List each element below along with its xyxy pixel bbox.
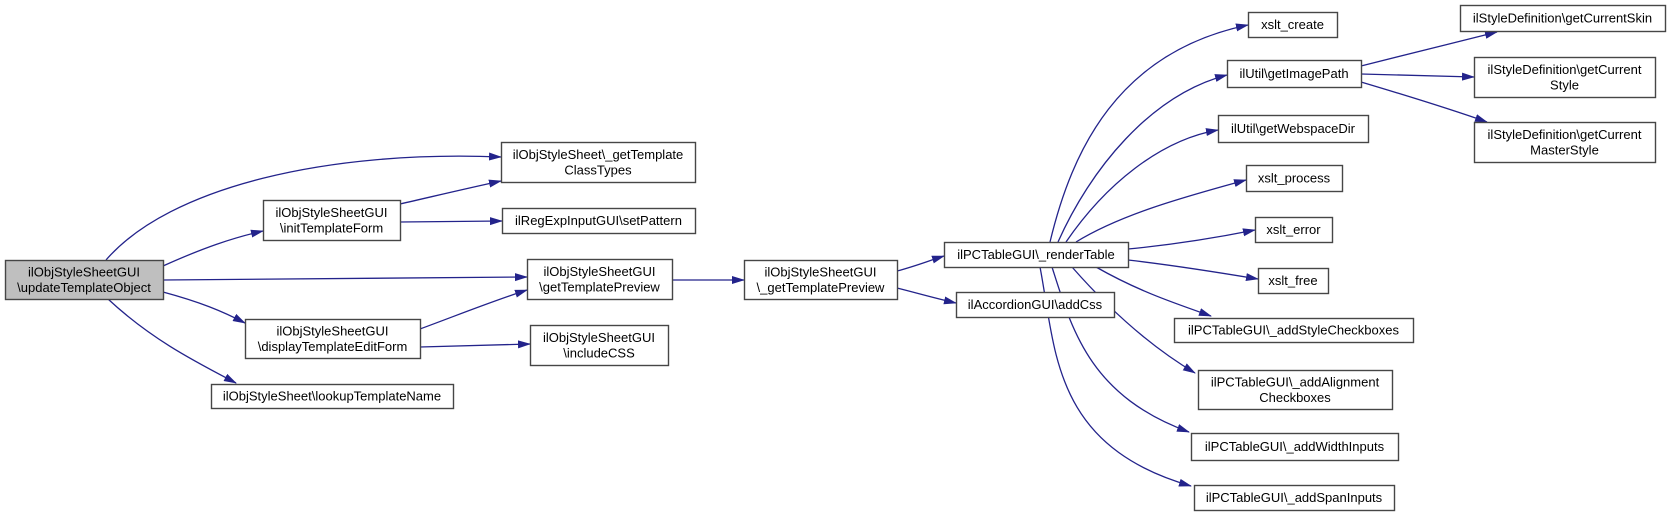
node-box-add-style-checkboxes[interactable] [1173, 317, 1415, 344]
node-add-span-inputs[interactable]: ilPCTableGUI\_addSpanInputs [1193, 484, 1396, 512]
node-label-xslt-error: xslt_error [1266, 222, 1321, 237]
node-lookup-template-name[interactable]: ilObjStyleSheet\lookupTemplateName [210, 383, 455, 410]
node-label-lookup-template-name: ilObjStyleSheet\lookupTemplateName [223, 389, 441, 404]
edge-render-table-to-get-image-path [1057, 74, 1228, 243]
node-label-get-template-preview-static: ilObjStyleSheetGUI\_getTemplatePreview [757, 264, 886, 295]
node-box-get-current-skin[interactable] [1459, 4, 1667, 33]
node-box-add-css[interactable] [955, 291, 1116, 319]
node-label-add-css: ilAccordionGUI\addCss [968, 297, 1103, 312]
node-box-get-webspace-dir[interactable] [1217, 114, 1370, 144]
edge-render-table-to-add-width-inputs [1051, 266, 1190, 433]
edge-render-table-to-add-alignment-checkboxes [1071, 266, 1196, 374]
node-box-lookup-template-name[interactable] [210, 383, 455, 410]
edge-update-template-object-to-init-template-form [162, 229, 264, 267]
node-label-xslt-create: xslt_create [1261, 17, 1324, 32]
node-label-add-style-checkboxes: ilPCTableGUI\_addStyleCheckboxes [1188, 323, 1399, 338]
node-get-template-preview-static[interactable]: ilObjStyleSheetGUI\_getTemplatePreview [743, 259, 899, 301]
edge-init-template-form-to-get-template-class-types [399, 179, 502, 205]
node-label-xslt-free: xslt_free [1268, 273, 1317, 288]
node-box-display-template-edit-form[interactable] [244, 318, 422, 360]
node-add-style-checkboxes[interactable]: ilPCTableGUI\_addStyleCheckboxes [1173, 317, 1415, 344]
node-update-template-object[interactable]: ilObjStyleSheetGUI\updateTemplateObject [4, 259, 165, 301]
node-label-display-template-edit-form: ilObjStyleSheetGUI\displayTemplateEditFo… [258, 323, 408, 354]
edge-render-table-to-xslt-process [1075, 179, 1247, 243]
node-label-xslt-process: xslt_process [1258, 171, 1331, 186]
node-xslt-create[interactable]: xslt_create [1247, 11, 1339, 39]
edge-display-template-edit-form-to-get-template-preview [419, 289, 528, 330]
node-label-update-template-object: ilObjStyleSheetGUI\updateTemplateObject [17, 264, 151, 295]
edge-display-template-edit-form-to-include-css [419, 340, 531, 349]
node-label-init-template-form: ilObjStyleSheetGUI\initTemplateForm [276, 205, 388, 236]
edge-render-table-to-xslt-error [1127, 228, 1256, 250]
edge-update-template-object-to-display-template-edit-form [162, 291, 246, 324]
node-box-add-alignment-checkboxes[interactable] [1197, 369, 1394, 411]
edge-get-image-path-to-get-current-style [1360, 72, 1475, 81]
edge-render-table-to-get-webspace-dir [1065, 128, 1219, 243]
node-add-width-inputs[interactable]: ilPCTableGUI\_addWidthInputs [1190, 432, 1400, 462]
node-display-template-edit-form[interactable]: ilObjStyleSheetGUI\displayTemplateEditFo… [244, 318, 422, 360]
edge-update-template-object-to-lookup-template-name [107, 298, 237, 384]
node-render-table[interactable]: ilPCTableGUI\_renderTable [943, 241, 1130, 269]
node-box-xslt-process[interactable] [1245, 164, 1344, 193]
node-box-get-image-path[interactable] [1226, 59, 1363, 89]
node-box-update-template-object[interactable] [4, 259, 165, 301]
node-label-get-template-preview: ilObjStyleSheetGUI\getTemplatePreview [539, 264, 660, 295]
edge-get-template-preview-static-to-add-css [896, 287, 957, 305]
edge-init-template-form-to-set-pattern [399, 217, 503, 226]
node-box-set-pattern[interactable] [501, 207, 697, 235]
node-box-xslt-free[interactable] [1257, 267, 1330, 295]
edge-get-image-path-to-get-current-skin [1360, 30, 1498, 67]
node-label-add-span-inputs: ilPCTableGUI\_addSpanInputs [1206, 490, 1383, 505]
edge-get-template-preview-static-to-render-table [896, 255, 945, 272]
nodes-layer: ilObjStyleSheetGUI\updateTemplateObject i… [4, 4, 1667, 512]
node-xslt-error[interactable]: xslt_error [1254, 216, 1334, 244]
node-label-include-css: ilObjStyleSheetGUI\includeCSS [543, 330, 655, 361]
node-include-css[interactable]: ilObjStyleSheetGUI\includeCSS [529, 324, 670, 367]
node-get-webspace-dir[interactable]: ilUtil\getWebspaceDir [1217, 114, 1370, 144]
node-label-add-width-inputs: ilPCTableGUI\_addWidthInputs [1205, 439, 1385, 454]
node-box-get-template-preview[interactable] [526, 258, 674, 301]
node-box-get-current-master-style[interactable] [1473, 121, 1657, 164]
node-label-render-table: ilPCTableGUI\_renderTable [957, 247, 1115, 262]
node-box-xslt-error[interactable] [1254, 216, 1334, 244]
node-xslt-process[interactable]: xslt_process [1245, 164, 1344, 193]
node-get-current-skin[interactable]: ilStyleDefinition\getCurrentSkin [1459, 4, 1667, 33]
node-box-xslt-create[interactable] [1247, 11, 1339, 39]
node-box-add-span-inputs[interactable] [1193, 484, 1396, 512]
node-add-css[interactable]: ilAccordionGUI\addCss [955, 291, 1116, 319]
edges-layer [105, 23, 1498, 487]
node-box-get-template-preview-static[interactable] [743, 259, 899, 301]
edge-render-table-to-add-style-checkboxes [1095, 266, 1212, 317]
node-box-add-width-inputs[interactable] [1190, 432, 1400, 462]
node-set-pattern[interactable]: ilRegExpInputGUI\setPattern [501, 207, 697, 235]
node-box-render-table[interactable] [943, 241, 1130, 269]
node-box-get-current-style[interactable] [1473, 56, 1657, 99]
node-box-get-template-class-types[interactable] [500, 141, 697, 184]
edge-render-table-to-xslt-free [1127, 259, 1259, 281]
node-xslt-free[interactable]: xslt_free [1257, 267, 1330, 295]
node-get-image-path[interactable]: ilUtil\getImagePath [1226, 59, 1363, 89]
node-label-get-webspace-dir: ilUtil\getWebspaceDir [1231, 121, 1356, 136]
edge-render-table-to-xslt-create [1049, 23, 1249, 243]
node-box-include-css[interactable] [529, 324, 670, 367]
edge-update-template-object-to-get-template-preview [162, 273, 528, 282]
node-box-init-template-form[interactable] [262, 199, 402, 242]
node-get-template-preview[interactable]: ilObjStyleSheetGUI\getTemplatePreview [526, 258, 674, 301]
node-label-get-current-skin: ilStyleDefinition\getCurrentSkin [1473, 11, 1652, 26]
node-label-get-image-path: ilUtil\getImagePath [1239, 66, 1348, 81]
edge-get-image-path-to-get-current-master-style [1360, 81, 1488, 123]
edge-update-template-object-to-get-template-class-types [105, 152, 502, 261]
node-label-set-pattern: ilRegExpInputGUI\setPattern [515, 213, 682, 228]
node-init-template-form[interactable]: ilObjStyleSheetGUI\initTemplateForm [262, 199, 402, 242]
